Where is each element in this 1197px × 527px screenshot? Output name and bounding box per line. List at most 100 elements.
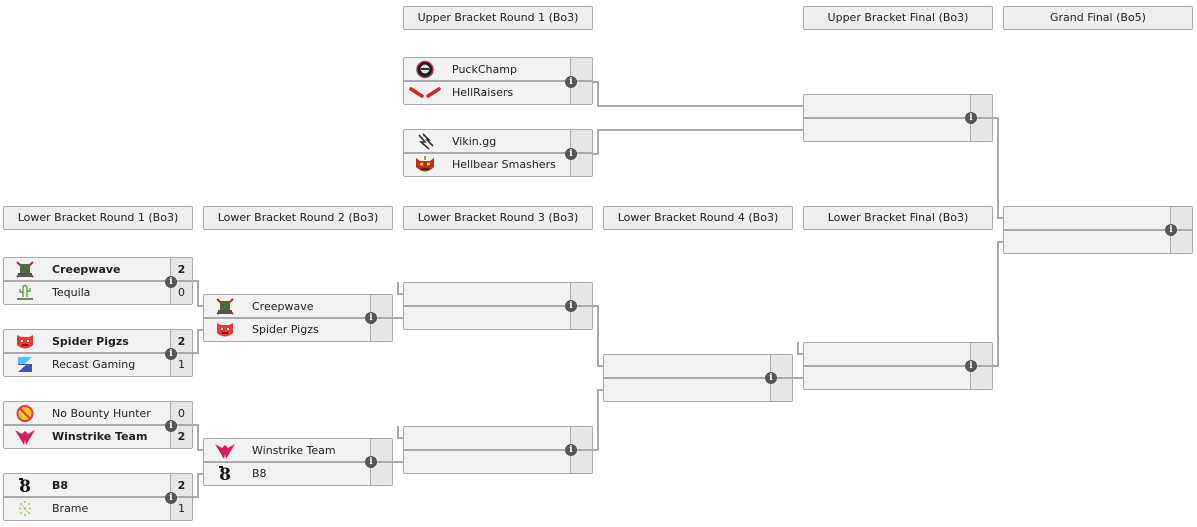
team-score: 1 xyxy=(178,358,185,371)
match-info-icon[interactable]: i xyxy=(965,360,977,372)
match-info-icon[interactable]: i xyxy=(965,112,977,124)
spider-pigzs-logo-icon xyxy=(17,335,33,349)
match-info-icon[interactable]: i xyxy=(165,420,177,432)
no-bounty-hunter-logo-icon xyxy=(16,405,34,422)
match-info-icon[interactable]: i xyxy=(165,348,177,360)
winstrike-logo-icon xyxy=(15,430,35,445)
match-info-icon[interactable]: i xyxy=(565,300,577,312)
team-name: Winstrike Team xyxy=(252,444,336,457)
header-upper-bracket-round-1: Upper Bracket Round 1 (Bo3) xyxy=(403,6,593,30)
match-info-icon[interactable]: i xyxy=(1165,224,1177,236)
team-row[interactable]: Winstrike Team 2 xyxy=(4,425,192,448)
team-row[interactable]: Recast Gaming 1 xyxy=(4,353,192,376)
header-lower-bracket-round-1: Lower Bracket Round 1 (Bo3) xyxy=(3,206,193,230)
team-name: Recast Gaming xyxy=(52,358,136,371)
hellraisers-logo-icon xyxy=(409,87,441,98)
team-row-empty[interactable] xyxy=(404,450,592,473)
puckchamp-logo-icon xyxy=(416,60,434,79)
match-lb-final[interactable] xyxy=(803,342,993,390)
match-lb-r3-2[interactable] xyxy=(403,426,593,474)
match-lb-r2-1[interactable]: Creepwave Spider Pigzs xyxy=(203,294,393,342)
team-name: Spider Pigzs xyxy=(52,335,129,348)
team-name: No Bounty Hunter xyxy=(52,407,151,420)
match-lb-r1-4[interactable]: 8 B8 2 Brame 1 xyxy=(3,473,193,521)
team-row-empty[interactable] xyxy=(1004,207,1192,230)
divider xyxy=(204,317,392,319)
team-row-empty[interactable] xyxy=(404,283,592,306)
team-name: Winstrike Team xyxy=(52,430,148,443)
divider xyxy=(404,152,592,154)
team-name: HellRaisers xyxy=(452,86,514,99)
creepwave-logo-icon xyxy=(216,298,234,315)
team-row[interactable]: HellRaisers xyxy=(404,81,592,104)
match-info-icon[interactable]: i xyxy=(365,312,377,324)
match-info-icon[interactable]: i xyxy=(165,276,177,288)
match-ub-r1-1[interactable]: PuckChamp HellRaisers xyxy=(403,57,593,105)
team-row-empty[interactable] xyxy=(804,343,992,366)
divider xyxy=(4,496,192,498)
vikin-logo-icon xyxy=(418,133,434,150)
team-row[interactable]: PuckChamp xyxy=(404,58,592,81)
match-lb-r1-3[interactable]: No Bounty Hunter 0 Winstrike Team 2 xyxy=(3,401,193,449)
team-row[interactable]: Vikin.gg xyxy=(404,130,592,153)
match-grand-final[interactable] xyxy=(1003,206,1193,254)
match-lb-r1-1[interactable]: Creepwave 2 Tequila 0 xyxy=(3,257,193,305)
header-upper-bracket-final: Upper Bracket Final (Bo3) xyxy=(803,6,993,30)
team-row[interactable]: Winstrike Team xyxy=(204,439,392,462)
connector xyxy=(192,473,203,498)
team-row-empty[interactable] xyxy=(404,427,592,450)
hellbear-logo-icon xyxy=(416,156,434,172)
team-score: 2 xyxy=(177,263,186,276)
divider xyxy=(404,305,592,307)
team-row[interactable]: Creepwave 2 xyxy=(4,258,192,281)
team-name: Tequila xyxy=(52,286,91,299)
connector xyxy=(592,81,803,107)
connector xyxy=(192,329,203,354)
team-row[interactable]: No Bounty Hunter 0 xyxy=(4,402,192,425)
team-name: Vikin.gg xyxy=(452,135,497,148)
team-score: 0 xyxy=(178,407,185,420)
team-name: B8 xyxy=(252,467,267,480)
connector xyxy=(592,305,603,367)
team-row-empty[interactable] xyxy=(404,306,592,329)
divider xyxy=(604,377,792,379)
team-row[interactable]: Creepwave xyxy=(204,295,392,318)
team-row[interactable]: 8 B8 xyxy=(204,462,392,485)
tequila-logo-icon xyxy=(17,284,33,300)
team-row[interactable]: Tequila 0 xyxy=(4,281,192,304)
team-row-empty[interactable] xyxy=(1004,230,1192,253)
match-lb-r1-2[interactable]: Spider Pigzs 2 Recast Gaming 1 xyxy=(3,329,193,377)
svg-text:8: 8 xyxy=(219,465,231,483)
team-row-empty[interactable] xyxy=(804,95,992,118)
team-row[interactable]: 8 B8 2 xyxy=(4,474,192,497)
divider xyxy=(404,449,592,451)
match-info-icon[interactable]: i xyxy=(565,444,577,456)
match-lb-r3-1[interactable] xyxy=(403,282,593,330)
team-row-empty[interactable] xyxy=(804,118,992,141)
team-row[interactable]: Spider Pigzs xyxy=(204,318,392,341)
team-row-empty[interactable] xyxy=(604,378,792,401)
match-info-icon[interactable]: i xyxy=(165,492,177,504)
match-info-icon[interactable]: i xyxy=(365,456,377,468)
brame-logo-icon xyxy=(19,501,31,516)
divider xyxy=(4,352,192,354)
team-row[interactable]: Brame 1 xyxy=(4,497,192,520)
match-lb-r4-1[interactable] xyxy=(603,354,793,402)
team-row[interactable]: Hellbear Smashers xyxy=(404,153,592,176)
team-row-empty[interactable] xyxy=(804,366,992,389)
team-name: PuckChamp xyxy=(452,63,517,76)
divider xyxy=(804,365,992,367)
match-info-icon[interactable]: i xyxy=(565,148,577,160)
match-info-icon[interactable]: i xyxy=(765,372,777,384)
recast-logo-icon xyxy=(18,357,32,372)
connector xyxy=(592,389,603,451)
team-row-empty[interactable] xyxy=(604,355,792,378)
match-info-icon[interactable]: i xyxy=(565,76,577,88)
divider xyxy=(404,80,592,82)
team-name: Creepwave xyxy=(252,300,314,313)
connector xyxy=(592,129,803,155)
team-row[interactable]: Spider Pigzs 2 xyxy=(4,330,192,353)
header-lower-bracket-round-3: Lower Bracket Round 3 (Bo3) xyxy=(403,206,593,230)
team-score: 2 xyxy=(177,430,186,443)
divider xyxy=(1004,229,1192,231)
